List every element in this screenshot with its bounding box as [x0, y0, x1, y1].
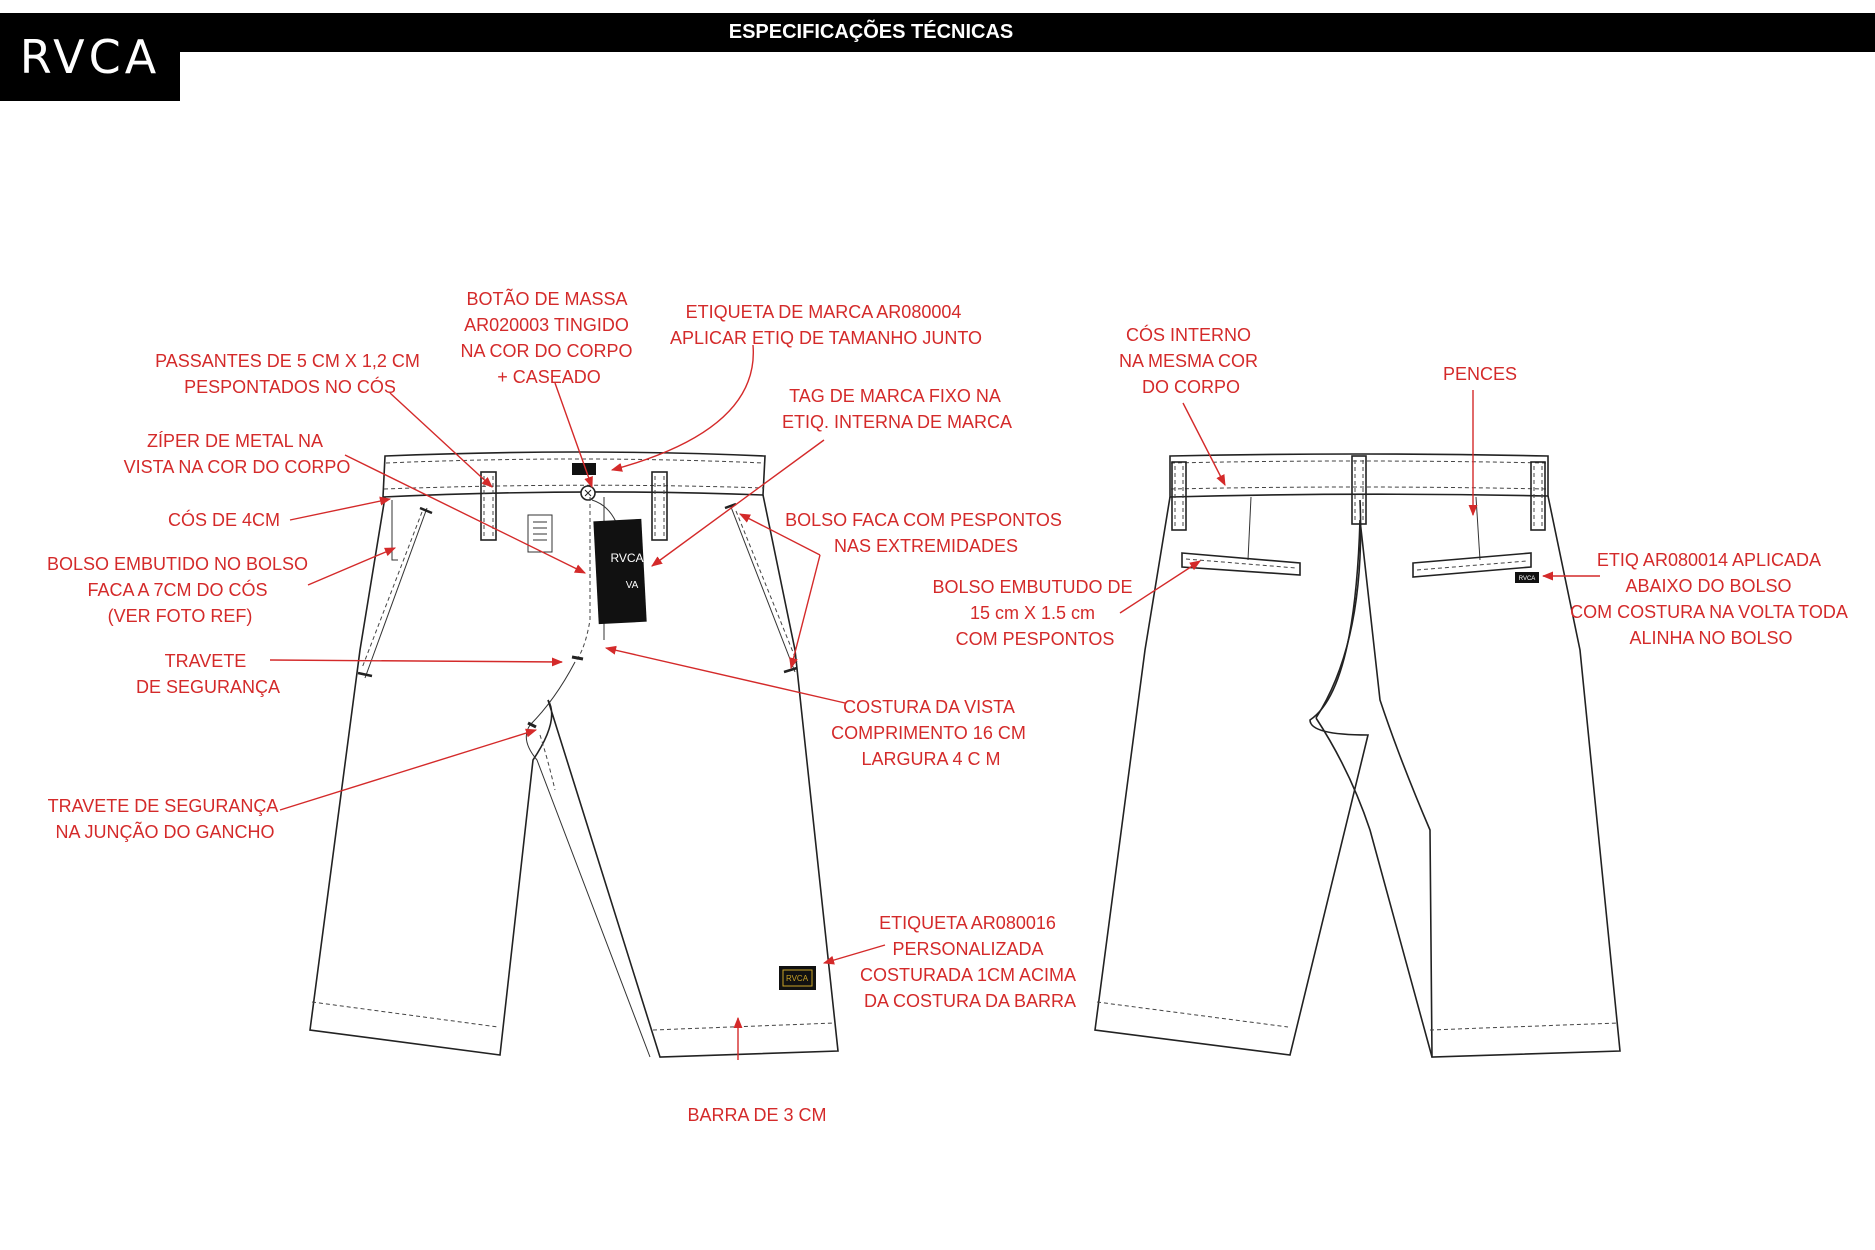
back-pocket-left — [1181, 552, 1301, 576]
annotation-etiqueta-hem: ETIQUETA AR080016 PERSONALIZADA COSTURAD… — [860, 913, 1080, 1011]
annotation-bolso-faca: BOLSO FACA COM PESPONTOS NAS EXTREMIDADE… — [785, 510, 1067, 556]
back-pocket-right — [1412, 552, 1532, 578]
header-bar: ESPECIFICAÇÕES TÉCNICAS — [0, 13, 1875, 52]
annotation-tag-marca: TAG DE MARCA FIXO NA ETIQ. INTERNA DE MA… — [782, 386, 1012, 432]
brand-logo: RVCA — [0, 13, 180, 101]
front-shorts-drawing — [309, 451, 839, 1058]
front-brand-label — [572, 463, 596, 475]
annotation-costura-vista: COSTURA DA VISTA COMPRIMENTO 16 CM LARGU… — [831, 697, 1031, 769]
back-belt-loop-mid — [1351, 455, 1367, 525]
annotation-bolso-embutido: BOLSO EMBUTIDO NO BOLSO FACA A 7CM DO CÓ… — [47, 554, 313, 626]
hem-label: RVCA — [779, 966, 816, 990]
annotation-travete: TRAVETE DE SEGURANÇA — [136, 651, 280, 697]
front-pocket-left — [364, 507, 428, 679]
front-pocket-right — [730, 506, 796, 673]
annotation-passantes: PASSANTES DE 5 CM X 1,2 CM PESPONTADOS N… — [155, 351, 425, 397]
annotation-botao: BOTÃO DE MASSA AR020003 TINGIDO NA COR D… — [460, 288, 637, 387]
hangtag-brand: RVCA — [610, 551, 643, 565]
annotation-cos: CÓS DE 4CM — [168, 509, 280, 530]
hangtag-mark: VA — [626, 580, 639, 591]
back-shorts-drawing: RVCA — [1094, 453, 1621, 1058]
annotation-ziper: ZÍPER DE METAL NA VISTA NA COR DO CORPO — [124, 431, 351, 477]
back-belt-loop-left — [1171, 461, 1187, 531]
page-title: ESPECIFICAÇÕES TÉCNICAS — [728, 21, 1014, 43]
annotations: BOTÃO DE MASSA AR020003 TINGIDO NA COR D… — [47, 288, 1852, 1125]
front-fly — [574, 497, 591, 663]
front-belt-loop-mid — [651, 471, 668, 541]
annotation-bolso-traseiro: BOLSO EMBUTUDO DE 15 cm X 1.5 cm COM PES… — [932, 577, 1137, 649]
annotation-pences: PENCES — [1443, 364, 1517, 384]
front-belt-loop-left — [480, 471, 497, 541]
back-dart-right — [1475, 496, 1481, 561]
front-size-label — [527, 514, 553, 553]
back-label-text: RVCA — [1519, 576, 1536, 582]
hangtag: RVCA VA — [591, 499, 647, 625]
back-belt-loop-right — [1530, 461, 1546, 531]
back-dart-left — [1247, 496, 1252, 561]
leader-lines — [269, 344, 1600, 1060]
back-body-outline — [1094, 495, 1621, 1058]
back-waistband — [1169, 453, 1549, 498]
annotation-barra: BARRA DE 3 CM — [687, 1105, 826, 1125]
annotation-etiqueta-marca: ETIQUETA DE MARCA AR080004 APLICAR ETIQ … — [670, 302, 982, 348]
annotation-etiq-traseira: ETIQ AR080014 APLICADA ABAIXO DO BOLSO C… — [1570, 550, 1852, 648]
annotation-travete-gancho: TRAVETE DE SEGURANÇA NA JUNÇÃO DO GANCHO — [48, 796, 283, 842]
back-label — [1515, 572, 1539, 583]
annotation-cos-interno: CÓS INTERNO NA MESMA COR DO CORPO — [1119, 324, 1263, 397]
brand-logo-text: RVCA — [19, 30, 161, 84]
hem-label-text: RVCA — [786, 974, 809, 983]
front-body-outline — [309, 494, 839, 1058]
